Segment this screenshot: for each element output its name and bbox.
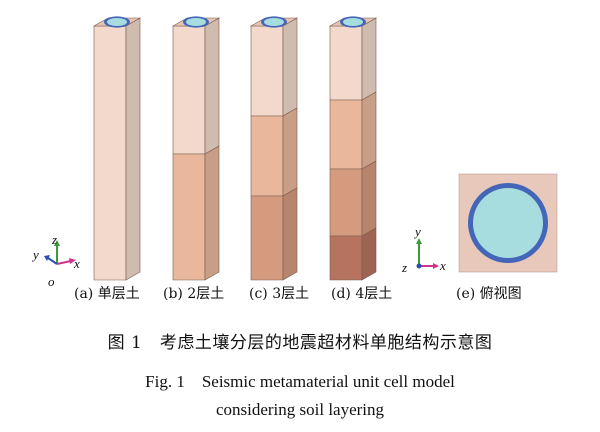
top-axis-x-label: x <box>440 258 446 273</box>
column-3-layer-2-front <box>250 115 284 197</box>
column-3-layer-2-side <box>282 107 298 197</box>
figure-caption-chinese: 图 1 考虑土壤分层的地震超材料单胞结构示意图 <box>107 333 493 353</box>
figure-caption-english-line2: considering soil layering <box>215 400 385 419</box>
column-4-layer-1-side <box>361 17 377 101</box>
top-axis-y-arrowhead <box>416 238 422 244</box>
column-2-core <box>186 18 206 26</box>
axis-y-label: y <box>33 247 39 262</box>
axis-z-label: z <box>52 232 58 247</box>
column-4-layer-4-front <box>329 235 363 281</box>
figure-area: (a) 单层土 (b) 2层土 (c) 3层土 (d) 4层土 (e) 俯视图 … <box>33 16 558 302</box>
column-1-layer-1-front <box>93 25 127 281</box>
top-axis-z-dot <box>416 263 422 269</box>
label-top-view: (e) 俯视图 <box>456 286 522 302</box>
axis-y-arrowhead <box>44 255 50 261</box>
column-4-layer-1-front <box>329 25 363 101</box>
column-2-layer-2-side <box>204 145 220 281</box>
label-four-layers: (d) 4层土 <box>331 286 393 302</box>
column-3-layer-3-front <box>250 195 284 281</box>
top-axis-y-label: y <box>415 224 421 239</box>
unit-cell-figure <box>44 16 558 281</box>
axis-x-label: x <box>74 256 80 271</box>
axis-x-arrowhead <box>69 258 76 264</box>
top-axis-x-arrowhead <box>433 263 439 269</box>
figure-caption-english-line1: Fig. 1 Seismic metamaterial unit cell mo… <box>145 372 455 391</box>
column-2-layer-2-front <box>172 153 206 281</box>
column-1-core <box>107 18 127 26</box>
label-single-layer: (a) 单层土 <box>74 286 140 302</box>
column-2-layer-1-front <box>172 25 206 155</box>
label-two-layers: (b) 2层土 <box>163 286 225 302</box>
axis-origin-label: o <box>48 274 55 289</box>
top-view-core <box>473 188 543 258</box>
column-1-layer-1-side <box>125 17 141 281</box>
column-4-layer-4-side <box>361 227 377 281</box>
column-3-layer-3-side <box>282 187 298 281</box>
axis-x-arrow <box>56 260 72 265</box>
column-3-core <box>264 18 284 26</box>
column-2-layer-1-side <box>204 17 220 155</box>
column-4-layer-3-side <box>361 160 377 237</box>
column-4-core <box>343 18 363 26</box>
column-3-layer-1-side <box>282 17 298 117</box>
label-three-layers: (c) 3层土 <box>249 286 310 302</box>
axis-y-arrow <box>47 257 58 265</box>
column-4-layer-2-front <box>329 99 363 170</box>
column-4-layer-2-side <box>361 91 377 170</box>
column-3-layer-1-front <box>250 25 284 117</box>
column-4-layer-3-front <box>329 168 363 237</box>
top-axis-z-label: z <box>402 260 408 275</box>
axis-z-arrowhead <box>54 240 60 246</box>
